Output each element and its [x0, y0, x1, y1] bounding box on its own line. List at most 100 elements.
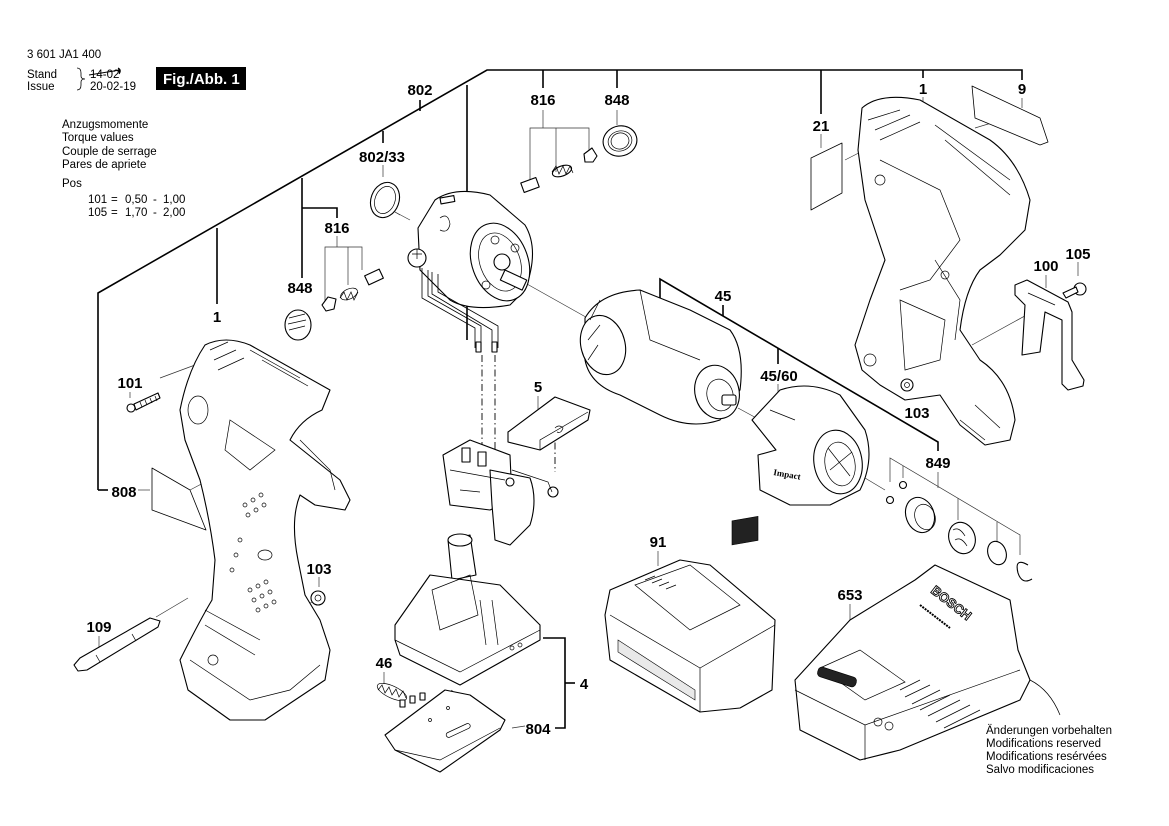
torque-title-es: Pares de apriete	[62, 159, 146, 171]
part-653-charger: BOSCH	[794, 564, 1061, 761]
main-assembly-bracket	[97, 69, 1023, 490]
part-849-ring-set	[885, 480, 1033, 582]
spring-icon	[551, 164, 574, 178]
part-802-motor	[407, 190, 533, 353]
part-5-slider	[507, 396, 591, 451]
torque-row: 105 = 1,70 - 2,00	[88, 207, 185, 219]
part-101-screw	[126, 392, 161, 413]
grip-dots	[229, 492, 277, 613]
part-9-label	[971, 85, 1049, 146]
part-103-nut-right	[900, 378, 914, 392]
callout-103-left: 103	[306, 561, 331, 578]
modifications-notice: Änderungen vorbehalten Modifications res…	[986, 725, 1112, 776]
torque-min: 1,70	[125, 207, 147, 219]
strikethrough-mark	[88, 67, 121, 76]
callout-100: 100	[1033, 258, 1058, 275]
callout-105: 105	[1065, 246, 1090, 263]
part-1-housing-left	[179, 339, 351, 721]
torque-dash: -	[153, 194, 157, 206]
torque-pos: 105	[88, 207, 107, 219]
notice-es: Salvo modificaciones	[986, 764, 1094, 776]
pos-label: Pos	[62, 178, 82, 190]
callout-653: 653	[837, 587, 862, 604]
callout-816-left: 816	[324, 220, 349, 237]
axis-line-clip	[971, 311, 1033, 346]
issue-label: Issue	[27, 81, 55, 93]
part-816-brush-set-top	[520, 147, 598, 193]
callout-45: 45	[715, 288, 732, 305]
callout-816-top: 816	[530, 92, 555, 109]
callout-802: 802	[407, 82, 432, 99]
callout-9: 9	[1018, 81, 1026, 98]
stand-label: Stand	[27, 69, 57, 81]
part-21-label	[810, 142, 843, 211]
callout-1-right: 1	[919, 81, 927, 98]
callout-21: 21	[813, 118, 830, 135]
axis-line	[394, 211, 411, 221]
gear-assembly-bracket	[659, 277, 939, 451]
torque-legend: Anzugsmomente Torque values Couple de se…	[62, 119, 185, 219]
callout-849: 849	[925, 455, 950, 472]
part-849-spring	[948, 521, 976, 555]
part-808-label	[151, 467, 207, 531]
notice-fr: Modifications resérvées	[986, 751, 1107, 763]
part-1-housing-right	[854, 96, 1031, 446]
part-103-nut-left	[310, 590, 326, 606]
torque-pos: 101	[88, 194, 107, 206]
part-45-gear-housing	[579, 289, 742, 425]
callout-5: 5	[534, 379, 542, 396]
notice-en: Modifications reserved	[986, 738, 1101, 750]
notice-de: Änderungen vorbehalten	[986, 725, 1112, 737]
leader-816-left-branch	[324, 246, 363, 305]
part-45-60-front-cover: Impact	[751, 385, 870, 506]
part-802-33-ring	[369, 181, 401, 219]
switch-assembly-bracket	[543, 637, 566, 729]
gear-cover-marking: Impact	[773, 467, 802, 482]
part-848-brush-cap-left	[284, 309, 312, 341]
leader-849-set	[889, 457, 1021, 555]
callout-804: 804	[525, 721, 551, 738]
axis-line-screw	[159, 364, 196, 379]
callout-103-right: 103	[904, 405, 929, 422]
part-804-base-plate	[384, 689, 506, 773]
torque-dash: -	[153, 207, 157, 219]
leader-804	[511, 725, 526, 729]
document-header: 3 601 JA1 400 Stand Issue 14-02 20-02-19…	[27, 49, 246, 93]
axis-line-cover-rings	[864, 477, 886, 491]
part-91-battery-pack	[604, 515, 776, 713]
figure-label: Fig./Abb. 1	[163, 71, 240, 88]
torque-title-de: Anzugsmomente	[62, 119, 148, 131]
callout-848-top: 848	[604, 92, 629, 109]
torque-row: 101 = 0,50 - 1,00	[88, 194, 185, 206]
issue-value: 20-02-19	[90, 81, 136, 93]
brace-icon	[76, 67, 86, 91]
torque-eq: =	[111, 207, 118, 219]
callout-45-60: 45/60	[760, 368, 798, 385]
part-816-brush-set-left	[321, 268, 384, 312]
part-848-brush-cap-top	[602, 125, 638, 157]
callout-109: 109	[86, 619, 111, 636]
callout-802-33: 802/33	[359, 149, 405, 166]
callout-labels: 802 802/33 816 848 816 848 1 101 808 103…	[86, 81, 1090, 738]
part-number: 3 601 JA1 400	[27, 49, 101, 61]
part-105-screw	[1062, 282, 1087, 299]
torque-eq: =	[111, 194, 118, 206]
part-109-bit	[73, 617, 161, 672]
callout-808: 808	[111, 484, 136, 501]
callout-46: 46	[376, 655, 393, 672]
torque-max: 2,00	[163, 207, 185, 219]
stand-value: 14-02	[90, 69, 119, 81]
callout-101: 101	[117, 375, 142, 392]
callout-91: 91	[650, 534, 667, 551]
part-100-belt-clip	[1014, 279, 1085, 391]
part-4-switch-assembly	[394, 439, 559, 686]
callout-848-left: 848	[287, 280, 312, 297]
axis-line-bit	[155, 597, 189, 618]
part-46-spring	[376, 682, 408, 702]
torque-title-en: Torque values	[62, 132, 134, 144]
torque-max: 1,00	[163, 194, 185, 206]
callout-4: 4	[580, 676, 589, 693]
battery-release-button	[731, 515, 759, 546]
torque-min: 0,50	[125, 194, 147, 206]
figure-label-box	[156, 67, 246, 90]
